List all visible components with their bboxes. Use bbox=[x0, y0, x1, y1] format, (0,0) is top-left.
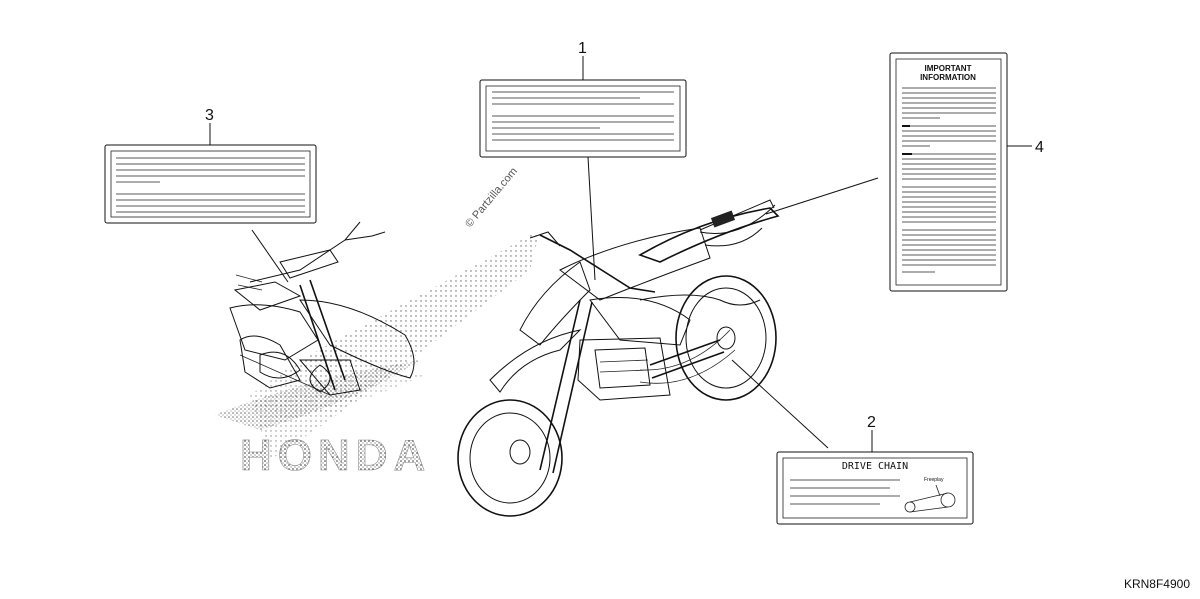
label-2-small-text: Freeplay bbox=[924, 477, 944, 483]
callout-leaders bbox=[209, 56, 1032, 452]
label-2-title: DRIVE CHAIN bbox=[842, 461, 908, 472]
small-motorcycle-illustration bbox=[229, 221, 415, 396]
callout-3: 3 bbox=[205, 107, 214, 124]
label-2-drive-chain: DRIVE CHAIN Freeplay bbox=[776, 451, 974, 525]
callout-2: 2 bbox=[867, 414, 876, 431]
dotted-projection bbox=[250, 230, 540, 460]
chain-icon bbox=[904, 484, 956, 513]
callout-4: 4 bbox=[1035, 139, 1044, 156]
label-4-title-line2: INFORMATION bbox=[920, 73, 976, 82]
label-4-title-line1: IMPORTANT bbox=[925, 64, 972, 73]
label-1-caution bbox=[479, 79, 687, 158]
label-3-safety bbox=[104, 144, 317, 224]
label-4-important-information: IMPORTANT INFORMATION bbox=[889, 52, 1008, 292]
watermark: © Partzilla.com bbox=[463, 165, 520, 229]
label-4-text-lines bbox=[902, 87, 996, 273]
honda-brand-mark: HONDA bbox=[215, 360, 431, 480]
callout-1: 1 bbox=[578, 40, 587, 57]
diagram-code: KRN8F4900 bbox=[1124, 577, 1190, 591]
brand-text: HONDA bbox=[240, 431, 431, 480]
large-motorcycle-illustration bbox=[457, 199, 780, 517]
